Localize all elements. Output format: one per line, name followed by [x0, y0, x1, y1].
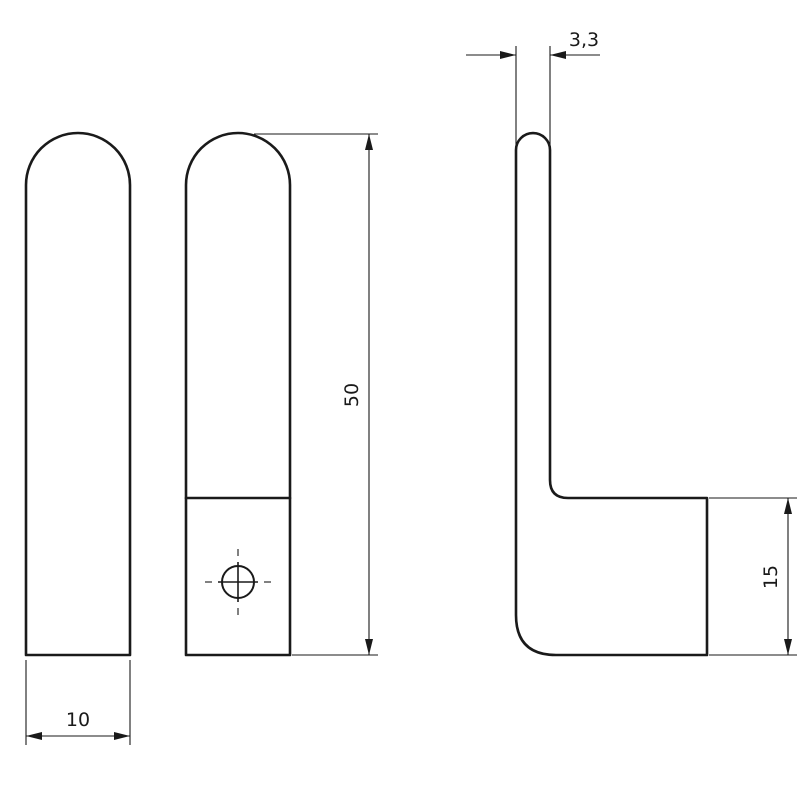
back-view-outline	[184, 131, 292, 657]
dimension-thickness: 3,3	[466, 29, 600, 150]
screw-hole-icon	[205, 549, 271, 615]
side-view	[514, 131, 709, 657]
height-label: 50	[341, 383, 363, 407]
dimension-base-height: 15	[709, 497, 797, 656]
dimension-height: 50	[254, 133, 378, 656]
side-view-outline	[514, 131, 709, 657]
width-label: 10	[66, 709, 90, 731]
front-view-outline	[24, 131, 132, 657]
dimension-width: 10	[25, 660, 131, 745]
back-view	[184, 131, 292, 657]
base-height-label: 15	[760, 565, 782, 589]
thickness-label: 3,3	[569, 29, 599, 51]
front-view	[24, 131, 132, 657]
